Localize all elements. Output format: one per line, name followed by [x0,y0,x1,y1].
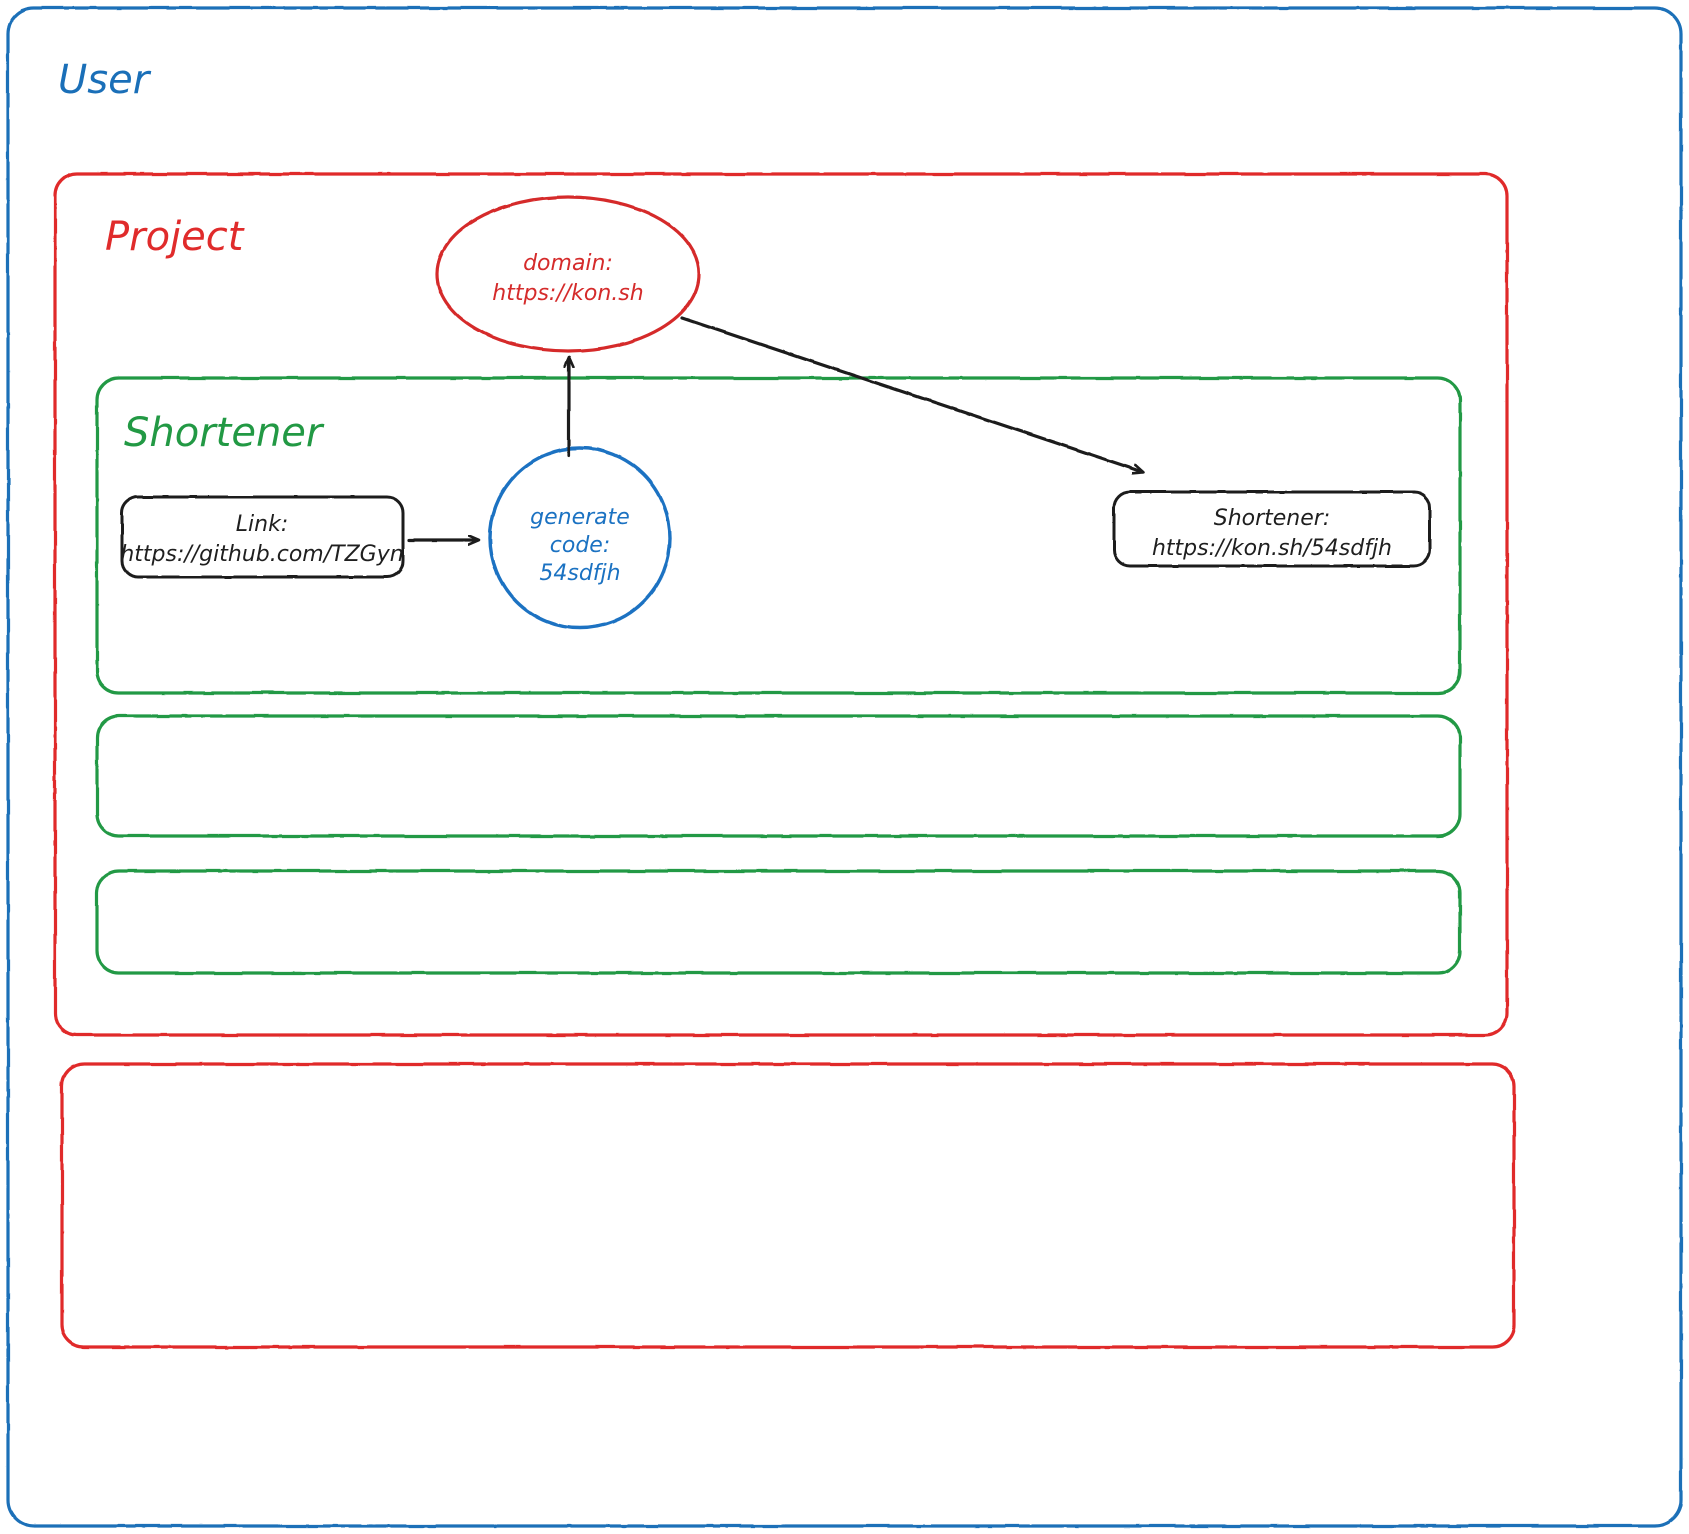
group-user-border [6,6,1683,1528]
node-domain-ellipse[interactable] [435,195,701,353]
node-shortener-result-line-1: Shortener: [1214,506,1331,531]
node-link-box-line-1: Link: [236,512,288,537]
node-generate-code-circle[interactable] [488,446,672,630]
node-generate-code-line-2: code: [550,533,610,558]
group-empty-green-1-border [95,714,1462,838]
group-user-label: User [58,57,152,103]
node-domain-ellipse-line-1: domain: [523,251,613,276]
edge-domain-to-shortener-result [680,316,1143,472]
node-link-box[interactable] [120,495,405,579]
node-generate-code-line-1: generate [530,505,630,530]
node-domain-ellipse-line-2: https://kon.sh [492,281,643,306]
node-shortener-result-line-2: https://kon.sh/54sdfjh [1152,536,1392,561]
group-empty-green-2-border [95,869,1462,975]
node-shortener-result-box[interactable] [1112,490,1432,568]
group-project-label: Project [105,214,245,260]
group-project-border [53,172,1509,1037]
node-generate-code-line-3: 54sdfjh [539,561,620,586]
group-empty-red-1-border [60,1062,1516,1349]
group-shortener-border [95,376,1462,695]
group-shortener-label: Shortener [124,410,325,456]
node-link-box-line-2: https://github.com/TZGyn [120,542,403,567]
